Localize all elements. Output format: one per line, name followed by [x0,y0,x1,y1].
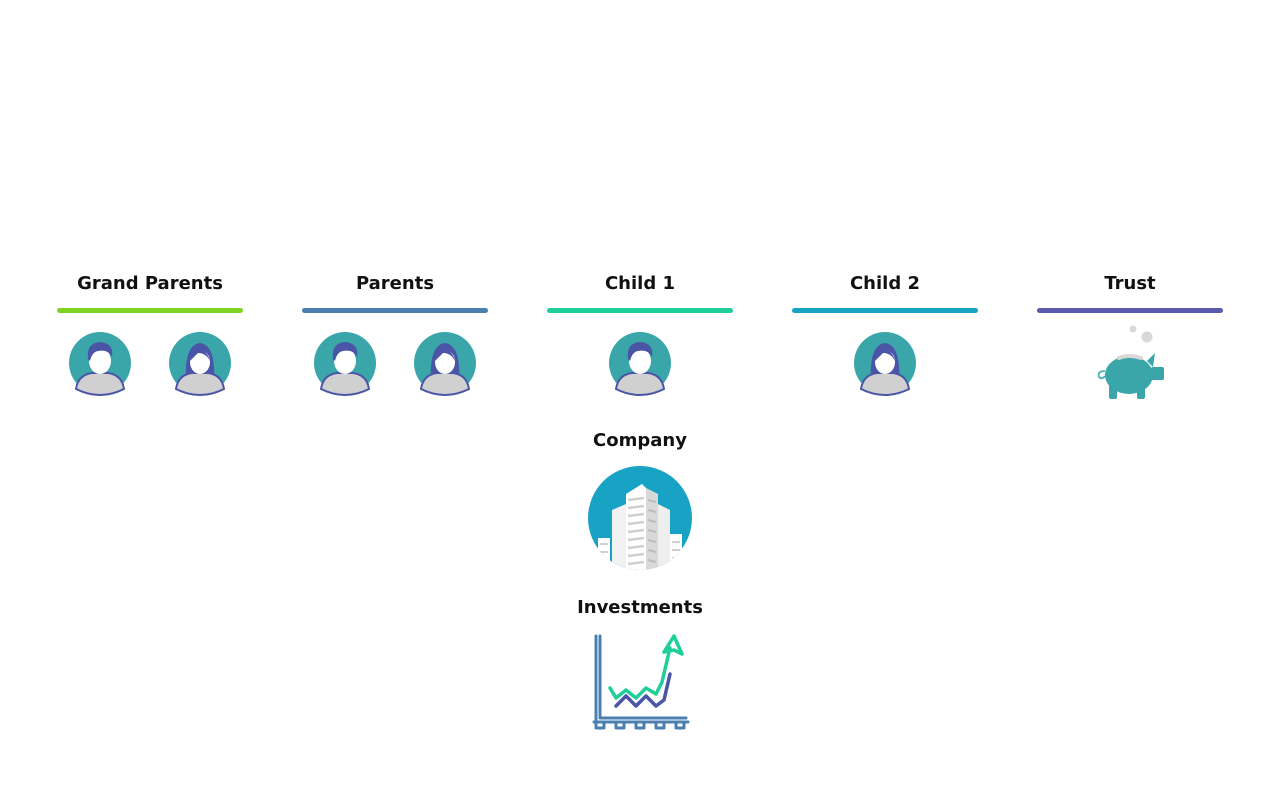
column-grand-parents: Grand Parents [57,270,243,401]
female-avatar-icon [414,332,476,397]
female-avatar-icon [854,332,916,397]
growth-chart-icon [592,634,690,730]
column-bar [302,308,488,313]
column-bar [792,308,978,313]
column-title: Trust [1104,273,1156,294]
column-bar [57,308,243,313]
piggy-bank-icon [1097,325,1164,399]
column-title: Child 2 [849,273,921,294]
piggy-group [1037,325,1223,401]
column-child-1: Child 1 [547,270,733,401]
male-avatar-icon [314,332,376,397]
column-bar [547,308,733,313]
building-icon [588,466,692,570]
column-title: Parents [355,273,435,294]
column-parents: Parents [302,270,488,401]
column-title: Child 1 [604,273,676,294]
avatar-group [792,331,978,401]
male-avatar-icon [609,332,671,397]
company-title: Company [593,430,687,451]
column-bar [1037,308,1223,313]
avatar-group [547,331,733,401]
investments-title: Investments [577,597,703,618]
column-trust: Trust [1037,270,1223,401]
avatar-group [302,331,488,401]
male-avatar-icon [69,332,131,397]
avatar-group [57,331,243,401]
column-child-2: Child 2 [792,270,978,401]
column-title: Grand Parents [77,273,223,294]
female-avatar-icon [169,332,231,397]
